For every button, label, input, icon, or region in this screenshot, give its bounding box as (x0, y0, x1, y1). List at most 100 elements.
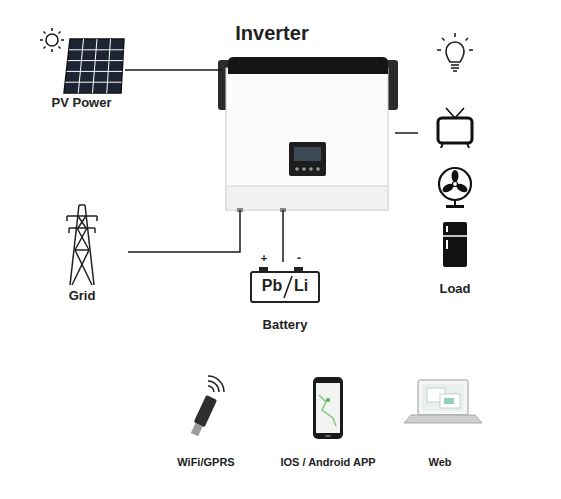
wifi-dongle-icon (189, 395, 217, 437)
solar-panel (67, 71, 123, 72)
inverter-device (289, 142, 326, 176)
bulb-icon (454, 33, 456, 37)
pv-source: PV Power (38, 25, 125, 112)
tv-icon (438, 118, 472, 143)
laptop-icon (440, 394, 460, 408)
solar-panel (65, 82, 121, 83)
wire-connector (395, 132, 418, 134)
solar-panel (64, 39, 124, 93)
source-caption: Grid (36, 289, 128, 304)
pylon-icon (96, 216, 98, 221)
wifi-dongle-icon (208, 386, 214, 392)
inverter-device (237, 208, 243, 212)
inverter-box: Inverter (222, 20, 395, 210)
fan-icon (453, 182, 458, 187)
bulb-icon (451, 64, 459, 66)
load-caption: Load (418, 282, 492, 297)
fridge-icon (443, 222, 467, 267)
bulb-icon (446, 42, 464, 62)
battery-caption: Battery (246, 318, 324, 333)
wifi-dongle-icon (194, 395, 218, 427)
phone-icon (325, 435, 331, 437)
fan-icon (452, 170, 459, 182)
fan-icon (446, 205, 464, 208)
bulb-icon (469, 49, 473, 51)
fridge-icon (446, 226, 448, 232)
chemistry-label: Pb (260, 277, 284, 295)
wifi-dongle-icon (208, 381, 219, 392)
fan-icon (439, 168, 471, 208)
phone-icon (316, 383, 340, 433)
phone-icon (326, 398, 330, 402)
load-group: Load (418, 25, 492, 297)
monitor-caption: WiFi/GPRS (166, 456, 246, 469)
laptop-icon (418, 380, 468, 415)
monitor-caption: IOS / Android APP (258, 456, 398, 469)
fridge-icon (446, 240, 448, 249)
inverter-device (226, 68, 388, 210)
pylon-icon (69, 227, 95, 229)
fridge-icon (443, 235, 467, 237)
sun-icon (59, 32, 61, 34)
laptop-icon (404, 380, 482, 423)
solar-panel (93, 39, 98, 93)
wifi-dongle-icon (189, 376, 224, 437)
phone-icon (313, 377, 343, 439)
phone-icon (319, 395, 336, 426)
sun-icon (46, 34, 58, 46)
monitor-option: Web (400, 370, 480, 470)
sun-icon (51, 28, 53, 31)
wire-connector (282, 210, 284, 262)
bulb-icon (437, 33, 473, 71)
wifi-dongle-icon (208, 376, 224, 392)
pylon-icon (66, 216, 68, 221)
tv-icon (441, 143, 443, 148)
pylon-icon (78, 216, 86, 228)
pylon-icon (75, 228, 87, 250)
bulb-icon (466, 38, 469, 41)
inverter-device (280, 208, 286, 212)
pylon-icon (77, 228, 89, 250)
pylon-icon (78, 216, 86, 228)
battery-symbol (251, 272, 319, 302)
battery-symbol (251, 267, 319, 302)
bulb-icon (451, 67, 459, 69)
sun-icon (51, 49, 53, 52)
pylon-icon (72, 250, 89, 285)
phone-icon (313, 377, 343, 439)
pylon-icon (67, 215, 97, 217)
solar-panel (65, 39, 123, 93)
inverter-device (316, 167, 320, 171)
bulb-icon (442, 38, 445, 41)
bulb-icon (453, 70, 457, 72)
tv-icon (467, 143, 469, 148)
monitor-caption: Web (400, 456, 480, 469)
solar-panel (64, 39, 124, 93)
solar-panel (68, 60, 123, 61)
solar-panel (69, 49, 123, 50)
chemistry-label: Li (292, 277, 310, 295)
inverter-device (218, 57, 398, 212)
wifi-dongle-icon (208, 376, 224, 392)
pylon-icon (79, 204, 85, 206)
inverter-device (226, 186, 388, 210)
source-caption: PV Power (28, 96, 135, 111)
battery-box: Pb LiBattery (246, 262, 324, 334)
sun-icon (59, 47, 61, 49)
solar-panel (78, 39, 83, 93)
terminal-sign: - (292, 252, 306, 264)
pylon-icon (67, 205, 97, 285)
sun-icon (40, 28, 64, 52)
laptop-icon (422, 384, 464, 411)
pylon-icon (94, 228, 96, 233)
fan-icon (439, 168, 471, 200)
sun-icon (40, 39, 43, 41)
fridge-icon (443, 222, 467, 267)
solar-panel (107, 39, 111, 93)
battery-symbol (284, 276, 292, 298)
inverter-device (309, 167, 313, 171)
pylon-icon (75, 249, 89, 251)
